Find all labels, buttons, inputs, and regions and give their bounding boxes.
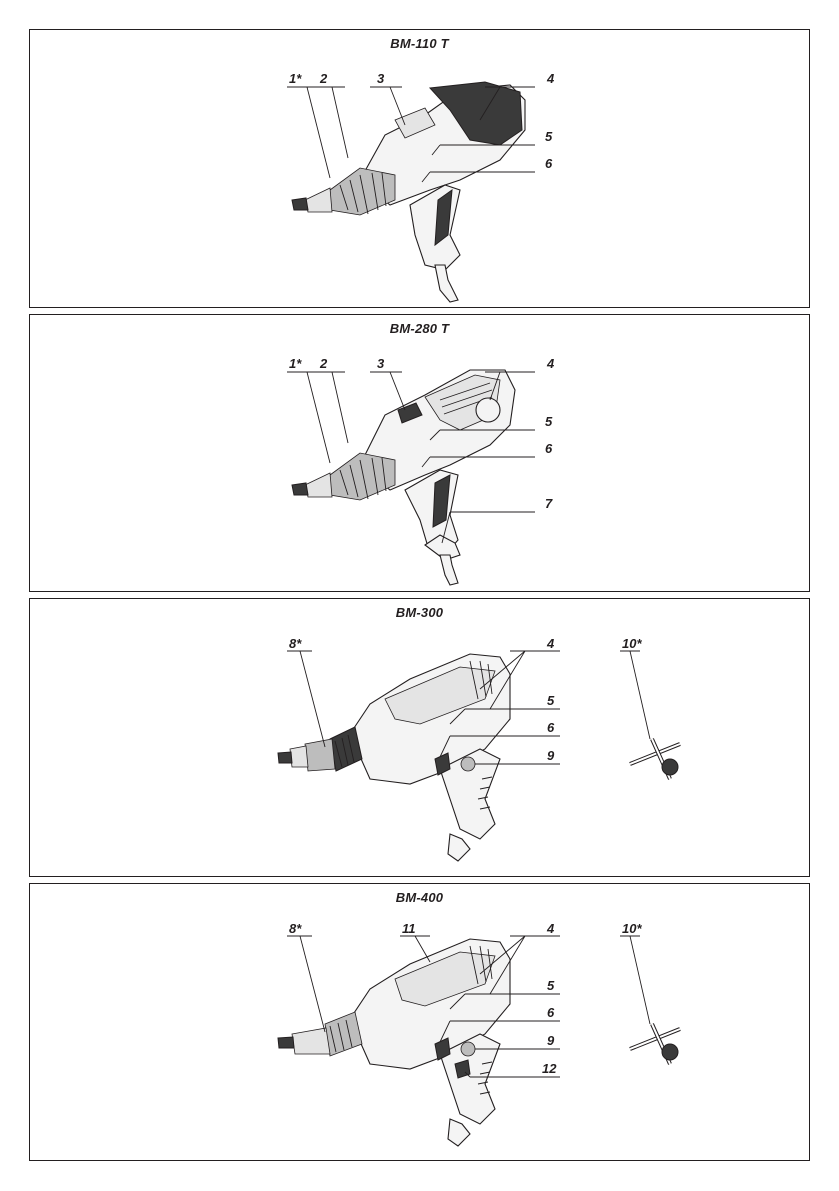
callout-label: 8*: [289, 921, 302, 936]
drill-illustration: [287, 369, 535, 586]
callout-label: 2: [320, 356, 328, 371]
callout-label: 3: [377, 71, 385, 86]
callout-label: 4: [547, 71, 555, 86]
callout-label: 5: [547, 693, 555, 708]
model-title: BM-300: [395, 605, 444, 620]
drill-illustration: [277, 650, 681, 862]
model-title: BM-280 T: [389, 321, 450, 336]
panel-bm-280t: BM-280 T 1* 2 3 4 5 6 7: [29, 314, 810, 592]
callout-label: 4: [547, 921, 555, 936]
callout-label: 2: [320, 71, 328, 86]
callout-label: 3: [377, 356, 385, 371]
callout-label: 9: [547, 748, 555, 763]
callout-label: 1*: [289, 71, 302, 86]
callout-label: 4: [547, 356, 555, 371]
panel-bm-300: BM-300 8* 4 5 6 9 10*: [29, 598, 810, 877]
callout-label: 6: [545, 156, 553, 171]
panel-bm-400: BM-400 8* 11 4 5 6 9 12 10*: [29, 883, 810, 1161]
drill-illustration: [277, 935, 681, 1147]
callout-label: 5: [545, 414, 553, 429]
callout-label: 6: [547, 1005, 555, 1020]
callout-label: 8*: [289, 636, 302, 651]
callout-label: 4: [547, 636, 555, 651]
callout-label: 5: [547, 978, 555, 993]
callout-label: 1*: [289, 356, 302, 371]
model-title: BM-110 T: [390, 36, 449, 51]
callout-label: 6: [547, 720, 555, 735]
callout-label: 9: [547, 1033, 555, 1048]
model-title: BM-400: [395, 890, 444, 905]
callout-label: 6: [545, 441, 553, 456]
callout-label: 12: [542, 1061, 557, 1076]
callout-label: 11: [402, 921, 416, 936]
callout-label: 10*: [622, 921, 642, 936]
panel-bm-110t: BM-110 T 1* 2 3 4 5 6: [29, 29, 810, 308]
callout-label: 10*: [622, 636, 642, 651]
callout-label: 5: [545, 129, 553, 144]
drill-illustration: [287, 81, 535, 303]
callout-label: 7: [545, 496, 553, 511]
